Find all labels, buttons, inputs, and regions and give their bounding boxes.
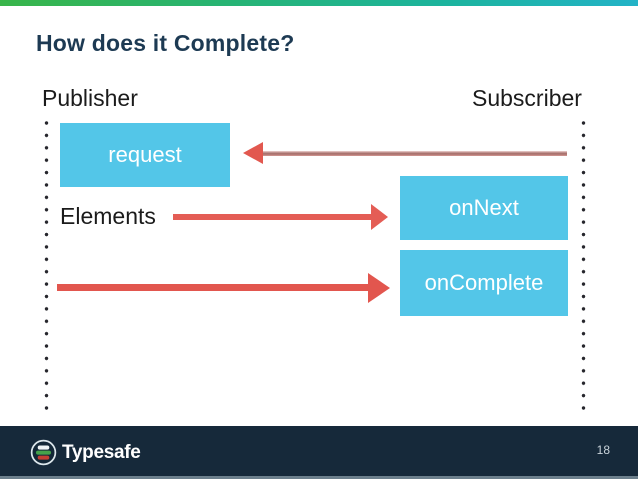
subscriber-label: Subscriber [472, 85, 582, 111]
top-accent-bar [0, 0, 638, 6]
arrow-right-icon [368, 273, 390, 303]
request-box: request [60, 123, 230, 187]
arrow-left-icon [243, 142, 263, 164]
footer-logo-text: Typesafe [62, 441, 141, 463]
page-title: How does it Complete? [36, 30, 295, 56]
complete-arrow [57, 273, 390, 303]
request-arrow [243, 141, 567, 165]
typesafe-circle-logo-icon [30, 439, 57, 466]
request-arrow-shaft [259, 151, 567, 156]
complete-arrow-shaft [57, 284, 370, 291]
footer-bar: Typesafe 18 [0, 426, 638, 479]
onnext-box-label: onNext [449, 195, 519, 220]
oncomplete-box-label: onComplete [424, 270, 544, 295]
oncomplete-box: onComplete [400, 250, 568, 316]
elements-label: Elements [60, 203, 156, 229]
footer-bottom-edge [0, 476, 638, 479]
typesafe-logo: Typesafe [30, 439, 141, 466]
page-number: 18 [596, 442, 610, 457]
publisher-label: Publisher [42, 85, 138, 111]
publisher-lifeline [44, 120, 49, 412]
elements-arrow-shaft [173, 214, 374, 220]
arrow-right-icon [371, 204, 388, 230]
subscriber-lifeline [581, 120, 586, 412]
elements-arrow [173, 204, 388, 230]
request-box-label: request [108, 142, 182, 167]
onnext-box: onNext [400, 176, 568, 240]
